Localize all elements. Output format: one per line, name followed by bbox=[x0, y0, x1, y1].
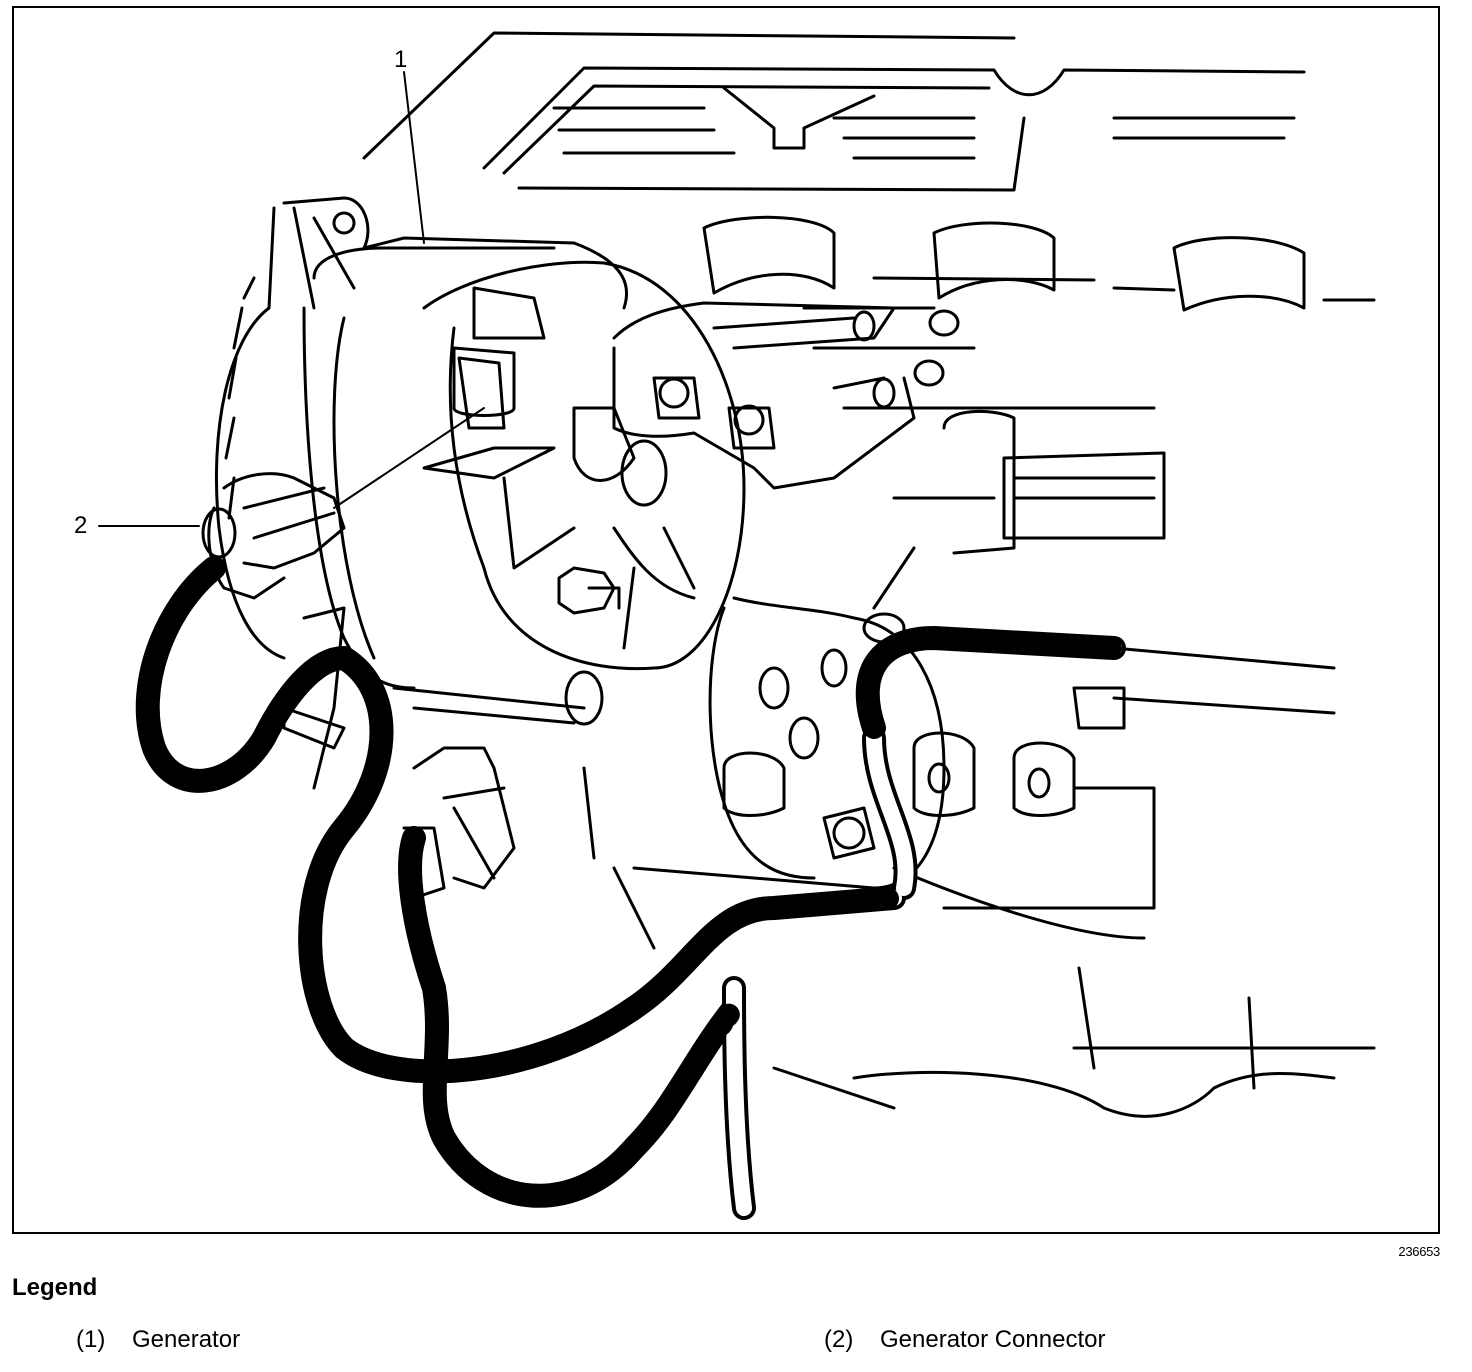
wiring-harness-inner bbox=[139, 560, 1122, 1216]
callout-2: 2 bbox=[74, 512, 88, 539]
legend-number: (1) bbox=[76, 1326, 106, 1353]
harness-clip bbox=[1072, 686, 1126, 730]
generator-connector bbox=[201, 472, 346, 600]
starter bbox=[412, 546, 1076, 950]
diagram-frame: 1 2 bbox=[12, 6, 1440, 1234]
harness-ribs bbox=[136, 557, 1125, 1207]
engine-outline bbox=[362, 31, 1376, 1118]
generator bbox=[214, 196, 960, 726]
generator-illustration bbox=[98, 31, 1376, 1220]
figure-id: 236653 bbox=[1398, 1244, 1440, 1259]
main-cable bbox=[1112, 646, 1336, 715]
callout-leaders bbox=[98, 71, 485, 527]
legend-title: Legend bbox=[12, 1274, 98, 1301]
cable-tie bbox=[282, 606, 346, 790]
legend-text: Generator Connector bbox=[880, 1326, 1106, 1353]
legend-number: (2) bbox=[824, 1326, 854, 1353]
legend-text: Generator bbox=[132, 1326, 241, 1353]
legend-item-generator: (1) Generator bbox=[76, 1326, 240, 1354]
legend-item-generator-connector: (2) Generator Connector bbox=[824, 1326, 1105, 1354]
small-connector bbox=[402, 826, 446, 900]
callout-1: 1 bbox=[394, 46, 408, 73]
wiring-harness bbox=[135, 556, 1126, 1220]
